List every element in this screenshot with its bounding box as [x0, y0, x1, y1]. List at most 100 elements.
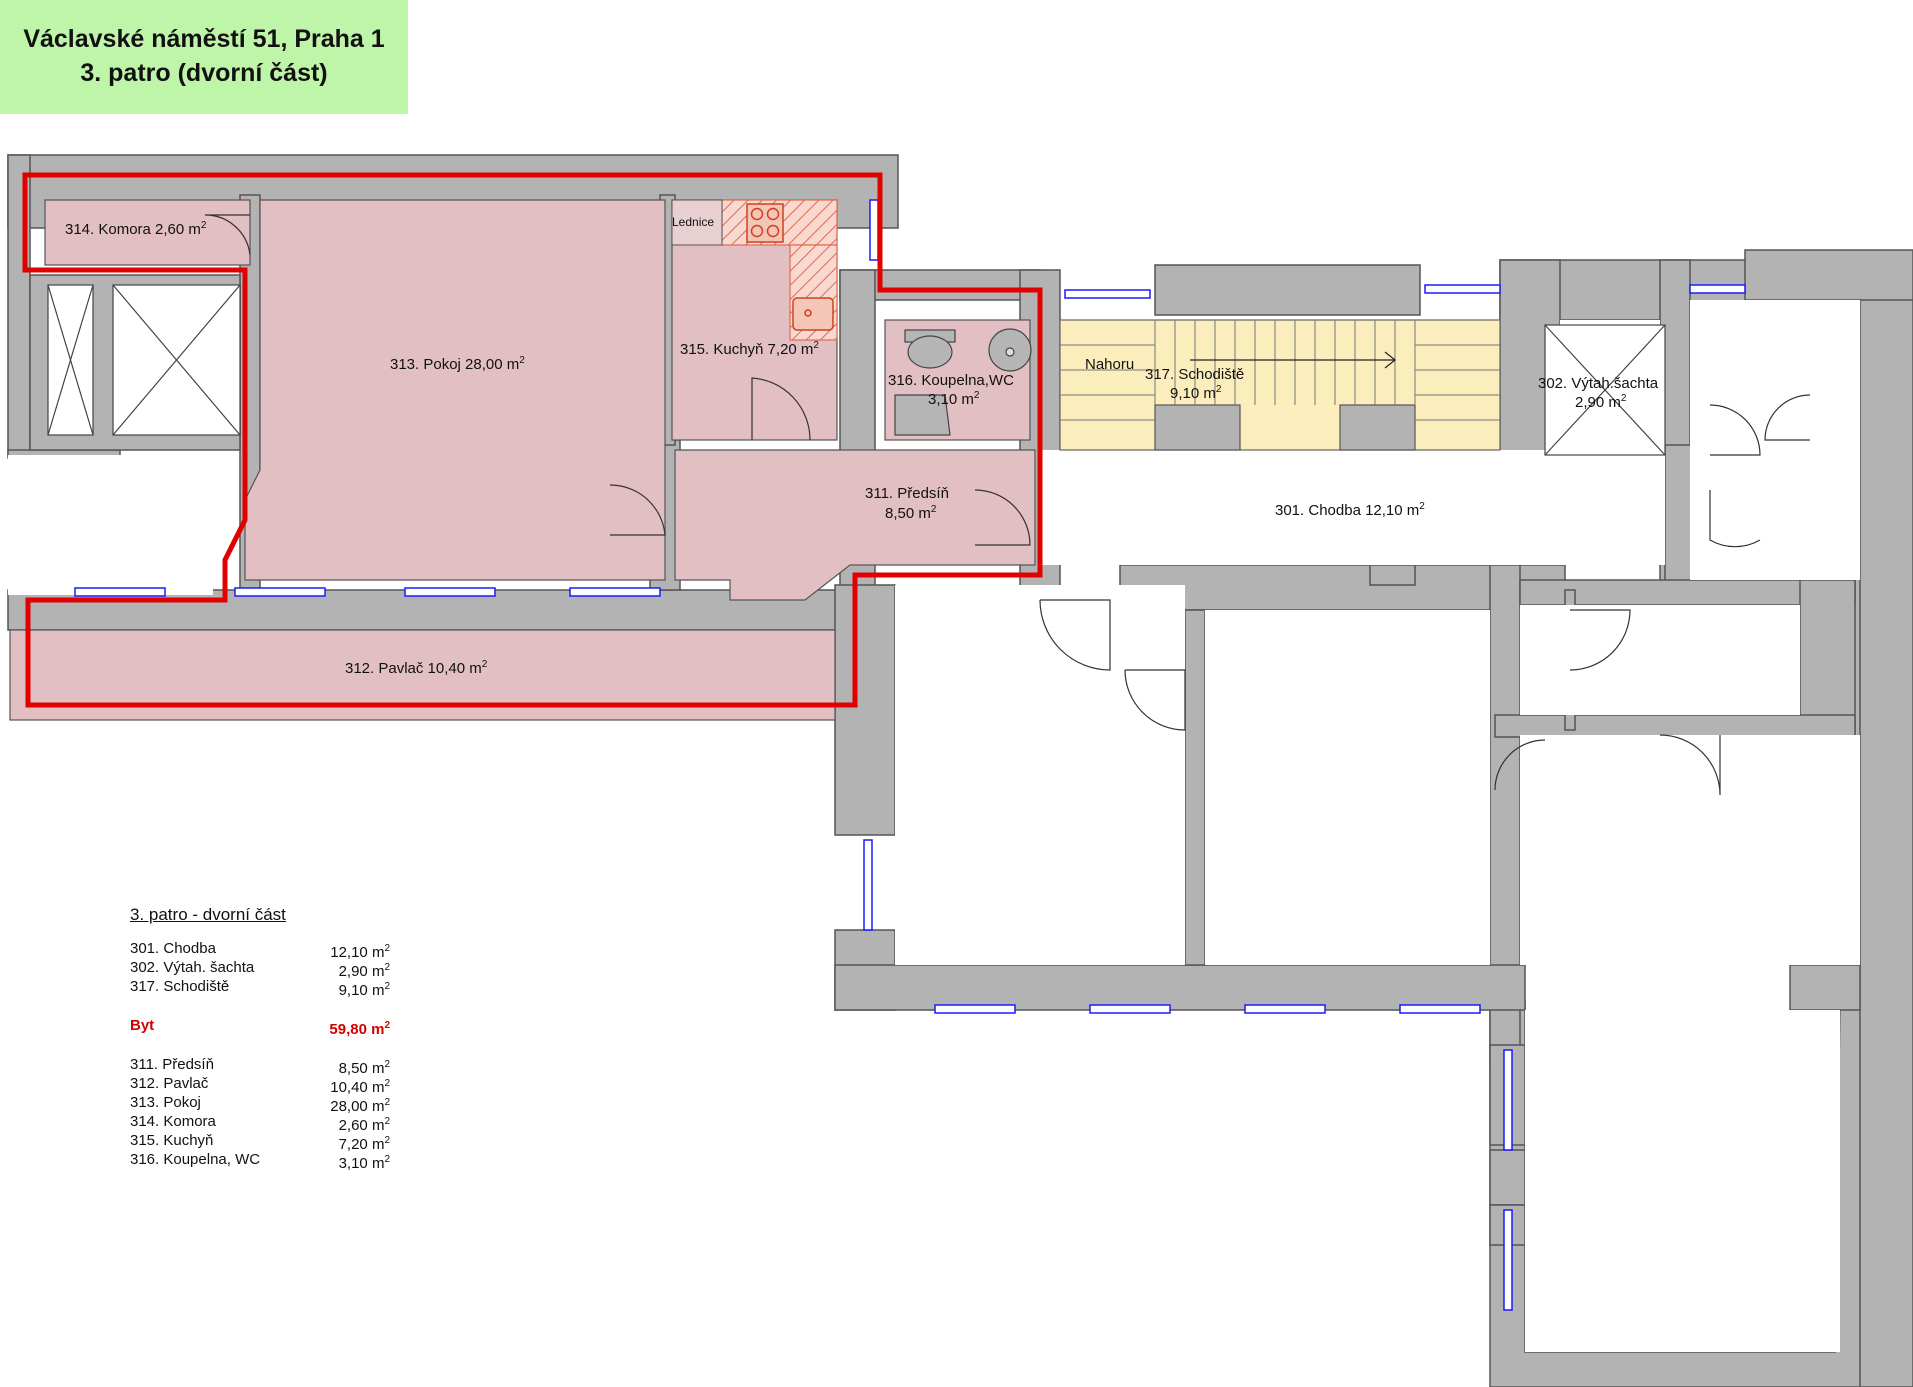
window: [1244, 1004, 1326, 1014]
room-interior: [1040, 450, 1665, 565]
bathroom-fixtures: [894, 328, 1032, 436]
label-room-302-area: 2,90 m2: [1575, 393, 1627, 411]
wall-block: [1369, 564, 1416, 586]
label-room-313: 313. Pokoj 28,00 m2: [390, 355, 525, 373]
label-nahoru: Nahoru: [1085, 356, 1134, 373]
title-line-2: 3. patro (dvorní část): [80, 59, 328, 87]
burner: [750, 207, 764, 221]
room-314-fill: [44, 199, 251, 266]
door-swing: [1659, 734, 1721, 796]
wall-block: [1154, 264, 1421, 316]
label-room-301: 301. Chodba 12,10 m2: [1275, 501, 1425, 519]
wall-block: [1859, 299, 1913, 1387]
window: [934, 1004, 1016, 1014]
window: [1503, 1049, 1513, 1151]
label-room-315: 315. Kuchyň 7,20 m2: [680, 340, 819, 358]
wall-block: [1489, 1149, 1526, 1206]
fridge: [671, 199, 723, 246]
staircase: [1059, 319, 1501, 451]
label-room-314: 314. Komora 2,60 m2: [65, 220, 207, 238]
stair-arrow-head: [1384, 351, 1396, 369]
room-313-fill: [244, 199, 666, 581]
label-room-316-name: 316. Koupelna,WC: [888, 372, 1014, 389]
stair-well-wall: [1154, 404, 1241, 451]
apartment-boundary: [22, 172, 1043, 708]
label-room-311-area: 8,50 m2: [885, 504, 937, 522]
door-swing: [1764, 394, 1811, 441]
window: [1064, 289, 1151, 299]
window: [1689, 284, 1746, 294]
washbasin-drain: [1005, 347, 1015, 357]
door-swing: [609, 484, 666, 536]
label-lednice: Lednice: [672, 215, 714, 229]
wall-block: [1494, 714, 1856, 738]
shower-icon: [894, 394, 951, 436]
room-interior: [1690, 300, 1860, 330]
burner: [766, 207, 780, 221]
room-interior: [1520, 605, 1800, 715]
stair-well-wall: [1339, 404, 1416, 451]
title-box: Václavské náměstí 51, Praha 1 3. patro (…: [0, 0, 408, 114]
doors: [204, 214, 1811, 796]
burner: [766, 224, 780, 238]
label-room-317-name: 317. Schodiště: [1145, 366, 1244, 383]
burner: [750, 224, 764, 238]
windows: [74, 199, 1746, 1311]
room-interior: [1520, 735, 1860, 965]
room-interiors: [8, 300, 1860, 1352]
room-interior: [1525, 1010, 1840, 1352]
room-interior: [1690, 320, 1860, 580]
stair-treads: [1060, 320, 1500, 421]
window: [569, 587, 661, 597]
sink-drain: [804, 309, 812, 317]
door-swing: [1039, 599, 1111, 671]
stair-fill: [1059, 319, 1501, 451]
window: [234, 587, 326, 597]
sink-icon: [792, 297, 834, 331]
legend-heading: 3. patro - dvorní část: [130, 905, 286, 924]
wall-block: [1184, 609, 1206, 966]
room-interior: [1205, 610, 1490, 965]
window: [1399, 1004, 1481, 1014]
label-room-311-name: 311. Předsíň: [865, 485, 949, 502]
wall-block: [1799, 579, 1856, 736]
apartment-rooms: [9, 199, 1036, 721]
door-swing: [751, 377, 811, 441]
door-swing: [204, 214, 251, 256]
label-room-317-area: 9,10 m2: [1170, 384, 1222, 402]
window: [1503, 1209, 1513, 1311]
toilet-icon: [907, 335, 953, 369]
room-interior: [8, 455, 213, 595]
shafts: [47, 284, 1666, 456]
room-311-fill: [674, 449, 1036, 601]
window: [1424, 284, 1501, 294]
title-line-1: Václavské náměstí 51, Praha 1: [23, 25, 385, 53]
door-swing: [1709, 404, 1761, 456]
door-swing: [1569, 609, 1631, 671]
window: [1089, 1004, 1171, 1014]
wall-block: [1789, 964, 1861, 1011]
label-room-312: 312. Pavlač 10,40 m2: [345, 659, 488, 677]
kitchen-counter: [671, 199, 838, 341]
wall-block: [834, 964, 1526, 1011]
door-swing: [1124, 669, 1186, 731]
room-interior: [895, 585, 1185, 965]
label-room-302-name: 302. Výtah.šachta: [1538, 375, 1659, 392]
window: [869, 199, 879, 261]
door-swing: [974, 489, 1031, 546]
window: [404, 587, 496, 597]
window: [863, 839, 873, 931]
door-swing: [1494, 739, 1546, 791]
